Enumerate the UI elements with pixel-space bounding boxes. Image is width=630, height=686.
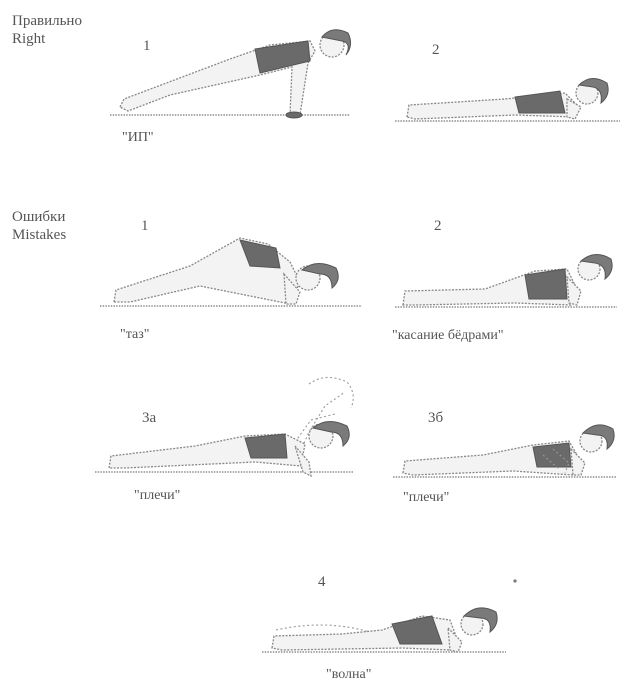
figure-caption-m4: "волна" (326, 667, 371, 683)
section-label-mistakes: Ошибки Mistakes (12, 208, 66, 244)
figure-mistake-4-wave (262, 590, 512, 665)
figure-number-m2: 2 (434, 218, 442, 235)
figure-right-1-plank (110, 15, 370, 130)
section-label-right: Правильно Right (12, 12, 82, 48)
figure-caption-m3b: "плечи" (403, 490, 449, 506)
section-label-right-en: Right (12, 30, 82, 48)
figure-caption-m1: "таз" (120, 327, 149, 343)
figure-mistake-3a-shoulders (95, 372, 365, 487)
figure-mistake-1-pelvis-raised (100, 222, 370, 322)
figure-mistake-3b-shoulders (393, 405, 623, 490)
figure-number-m4: 4 (318, 574, 326, 591)
section-label-mistakes-en: Mistakes (12, 226, 66, 244)
section-label-mistakes-ru: Ошибки (12, 208, 66, 226)
figure-mistake-2-thighs-touching (395, 235, 625, 320)
figure-caption-r1: "ИП" (122, 130, 154, 146)
figure-caption-m3a: "плечи" (134, 488, 180, 504)
section-label-right-ru: Правильно (12, 12, 82, 30)
figure-caption-m2: "касание бёдрами" (392, 328, 504, 344)
decorative-dot (512, 578, 518, 584)
figure-right-2-lowered (395, 55, 625, 130)
